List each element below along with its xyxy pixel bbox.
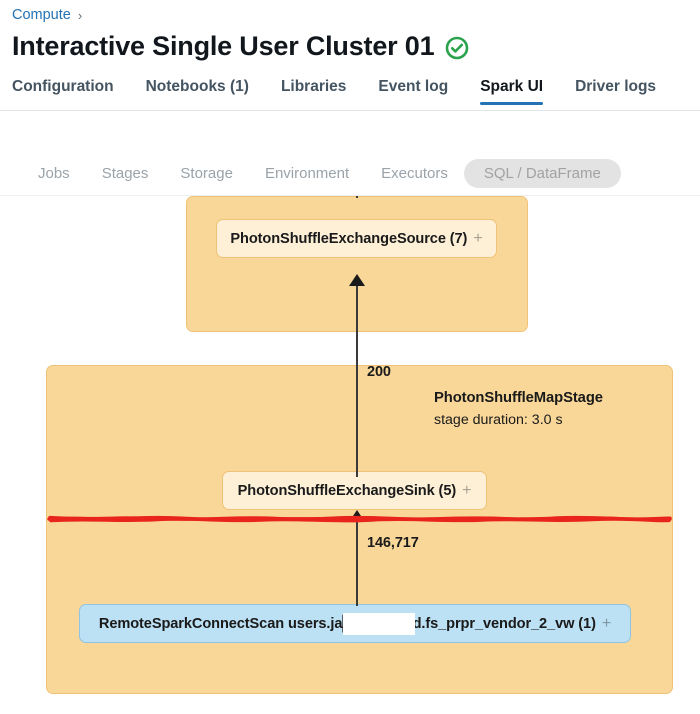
stage-name: PhotonShuffleMapStage [434, 390, 603, 406]
stage-info-block: PhotonShuffleMapStage stage duration: 3.… [434, 390, 603, 428]
expand-plus-icon[interactable]: + [601, 614, 612, 632]
plan-node-label: PhotonShuffleExchangeSource (7) [230, 230, 468, 247]
tab-event-log[interactable]: Event log [378, 78, 449, 95]
query-plan-graph: 200 146,717 PhotonShuffleMapStage stage … [0, 190, 700, 714]
edge-label-rows-200: 200 [367, 364, 391, 380]
plan-node-label: PhotonShuffleExchangeSink (5) [237, 482, 457, 499]
page-header: Interactive Single User Cluster 01 [12, 31, 469, 62]
breadcrumb-separator-icon: › [77, 7, 83, 23]
cluster-tabs: Configuration Notebooks (1) Libraries Ev… [0, 78, 700, 111]
subtab-jobs[interactable]: Jobs [38, 165, 70, 182]
subtab-environment[interactable]: Environment [264, 165, 350, 182]
subtab-stages[interactable]: Stages [101, 165, 149, 182]
edge-sink-to-source-arrowhead-icon [349, 274, 365, 286]
edge-sink-to-source [356, 284, 358, 477]
subtab-executors[interactable]: Executors [381, 165, 448, 182]
edge-label-rows-146717: 146,717 [367, 535, 419, 551]
tab-configuration[interactable]: Configuration [12, 78, 114, 95]
green-check-circle-icon [446, 37, 469, 60]
tab-notebooks[interactable]: Notebooks (1) [145, 78, 249, 95]
breadcrumb: Compute › [12, 7, 82, 23]
edge-scan-to-sink-arrowhead-icon [349, 510, 365, 522]
redaction-block [343, 613, 415, 635]
tab-spark-ui[interactable]: Spark UI [480, 78, 543, 105]
subtab-storage[interactable]: Storage [180, 165, 233, 182]
tab-driver-logs[interactable]: Driver logs [575, 78, 657, 95]
expand-plus-icon[interactable]: + [473, 229, 483, 247]
expand-plus-icon[interactable]: + [462, 481, 472, 499]
plan-node-photon-shuffle-exchange-source[interactable]: PhotonShuffleExchangeSource (7) + [216, 219, 497, 258]
plan-node-photon-shuffle-exchange-sink[interactable]: PhotonShuffleExchangeSink (5) + [222, 471, 487, 510]
edge-scan-to-sink [356, 520, 358, 606]
subtab-sql-dataframe[interactable]: SQL / DataFrame [463, 159, 621, 188]
tab-libraries[interactable]: Libraries [280, 78, 347, 95]
breadcrumb-link-compute[interactable]: Compute [12, 7, 71, 23]
stage-duration: stage duration: 3.0 s [434, 412, 563, 428]
page-title: Interactive Single User Cluster 01 [12, 31, 435, 61]
spark-subnav: Jobs Stages Storage Environment Executor… [0, 152, 700, 196]
